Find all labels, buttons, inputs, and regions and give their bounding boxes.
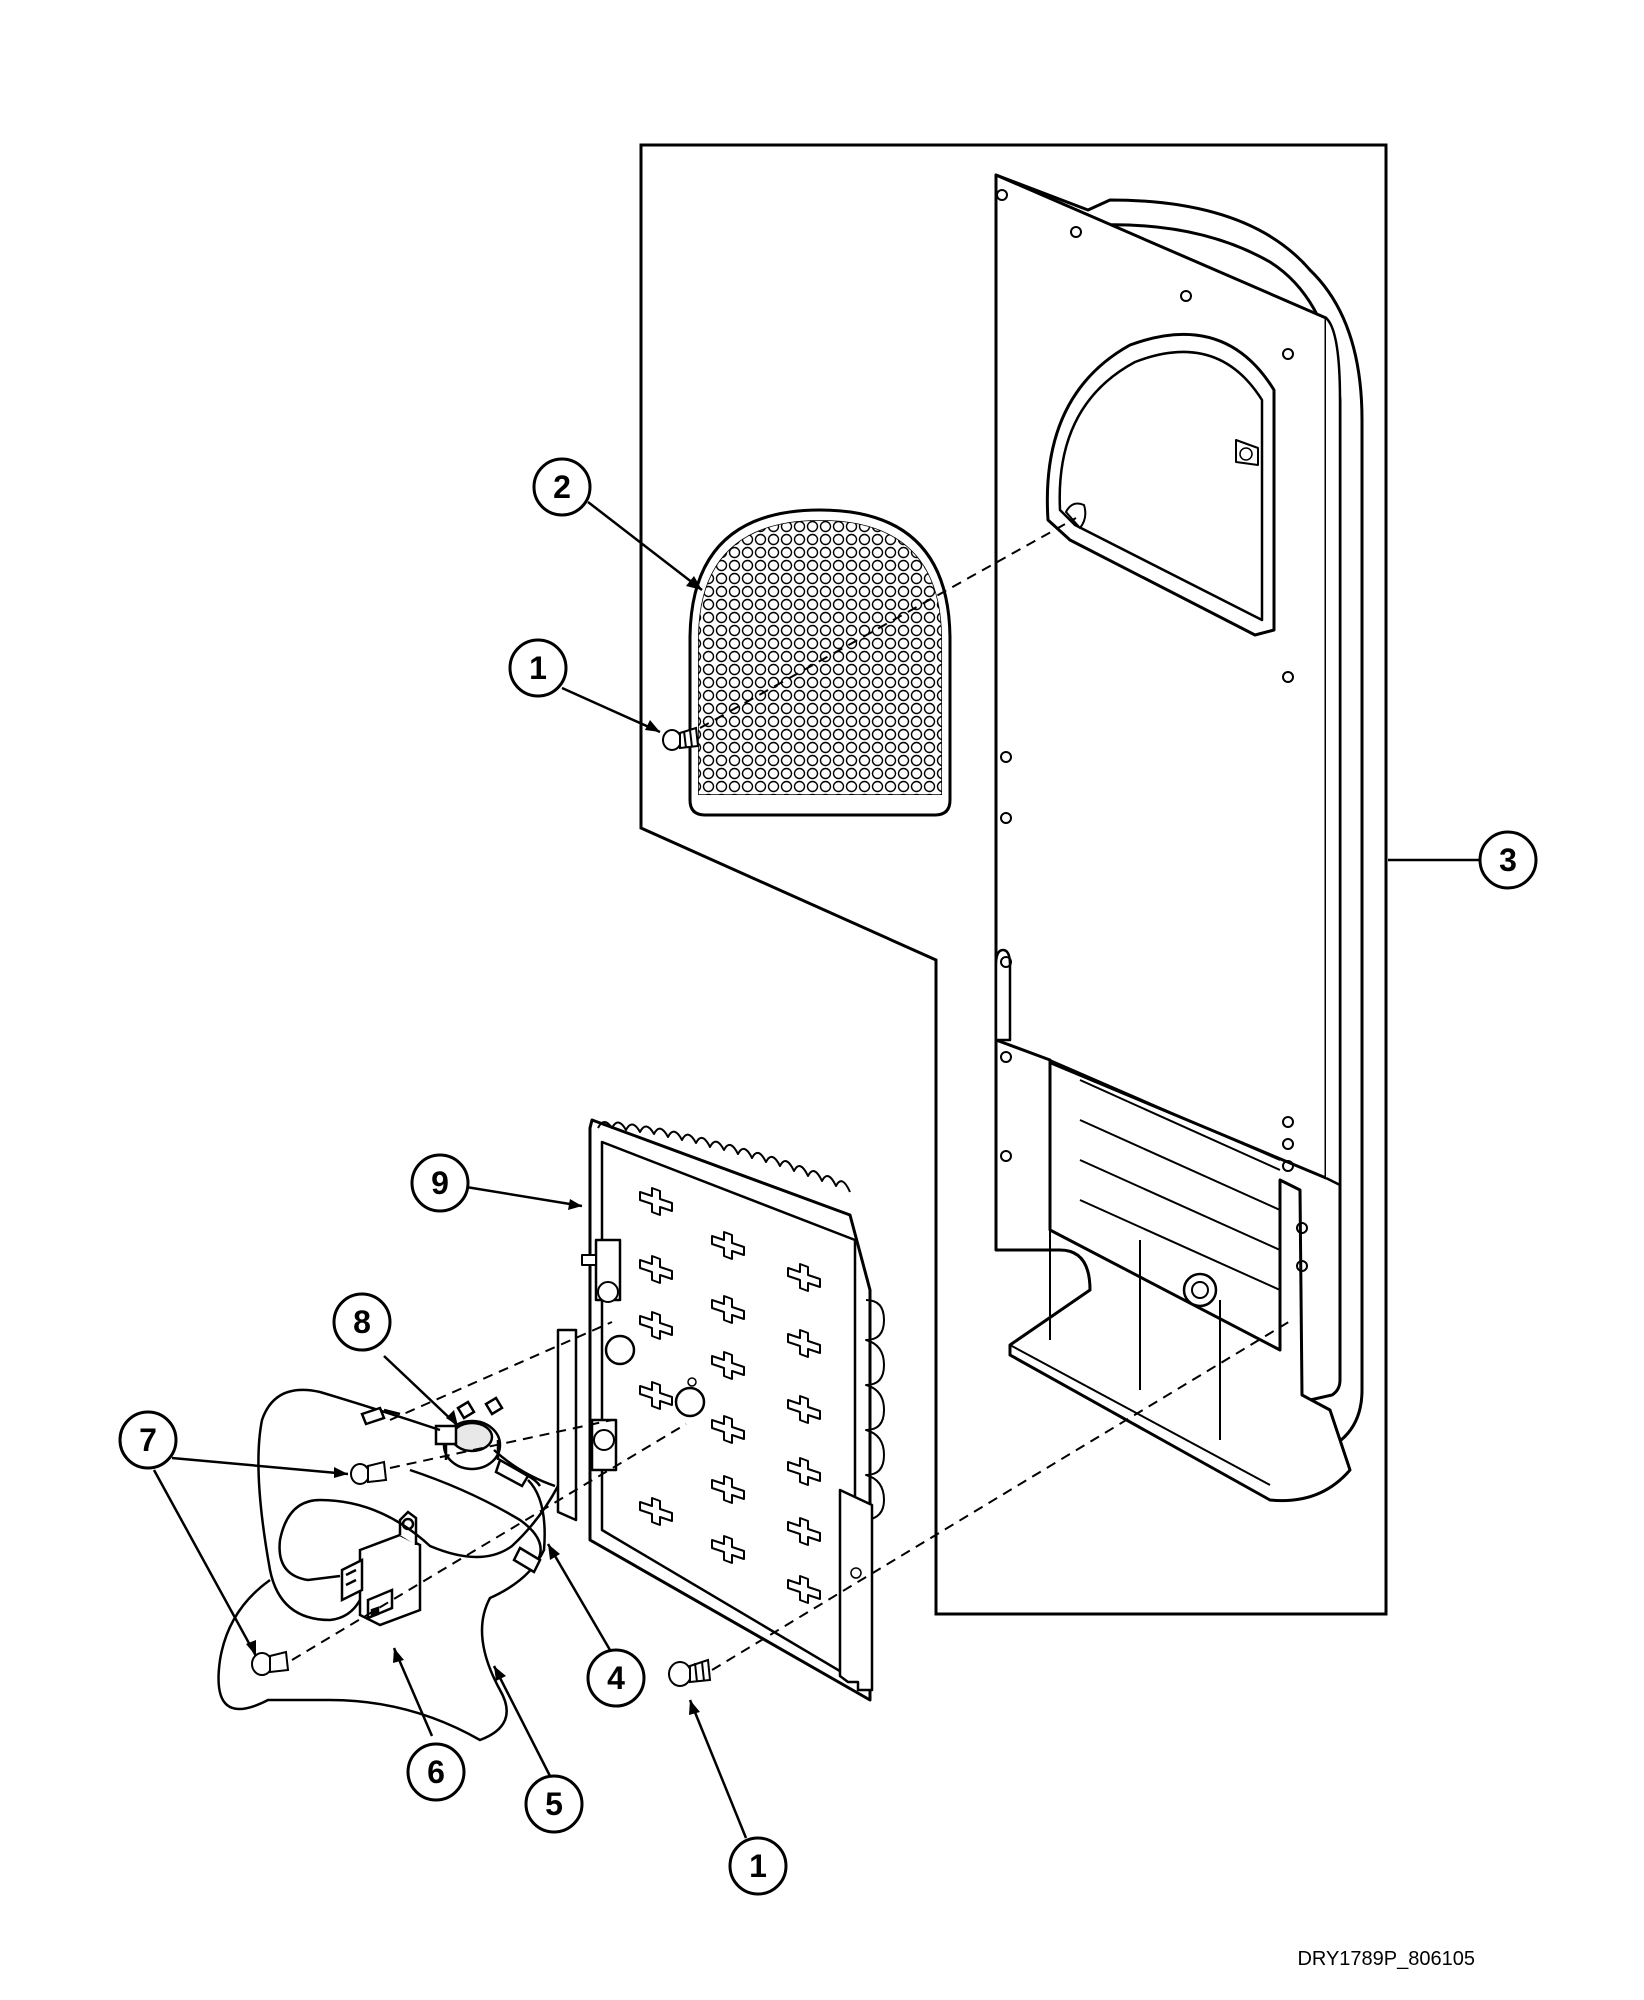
- callout-7: 7: [118, 1410, 178, 1470]
- screw-heater: [668, 1658, 712, 1687]
- thermostat-part: [434, 1396, 542, 1488]
- hi-limit-part: [340, 1510, 422, 1627]
- leader-arrowheads: [246, 576, 702, 1715]
- callout-number: 1: [529, 650, 547, 686]
- callout-number: 4: [607, 1660, 625, 1696]
- rear-panel-part: [994, 173, 1364, 1503]
- callout-number: 6: [427, 1754, 445, 1790]
- assembly-boundary: [639, 143, 1388, 1616]
- callout-4: 4: [586, 1648, 646, 1708]
- callout-number: 3: [1499, 842, 1517, 878]
- callout-1-bottom: 1: [728, 1836, 788, 1896]
- callout-3: 3: [1478, 830, 1538, 890]
- callout-number: 8: [353, 1304, 371, 1340]
- callout-number: 1: [749, 1848, 767, 1884]
- grille-part: [688, 508, 952, 817]
- callout-6: 6: [406, 1742, 466, 1802]
- callout-2: 2: [532, 457, 592, 517]
- screw-hi-limit: [251, 1650, 290, 1676]
- callout-5: 5: [524, 1774, 584, 1834]
- callout-9: 9: [410, 1153, 470, 1213]
- heater-assembly-part: [556, 1118, 885, 1702]
- drawing-id: DRY1789P_806105: [1297, 1948, 1475, 1970]
- callout-number: 5: [545, 1786, 563, 1822]
- callout-number: 7: [139, 1422, 157, 1458]
- callout-1-top: 1: [508, 638, 568, 698]
- screw-thermostat: [350, 1460, 388, 1485]
- callout-8: 8: [332, 1292, 392, 1352]
- screw-grille: [662, 726, 700, 751]
- assembly-lines: [291, 517, 1293, 1671]
- callout-number: 2: [553, 469, 571, 505]
- leader-lines: [152, 501, 1480, 1839]
- callout-number: 9: [431, 1165, 449, 1201]
